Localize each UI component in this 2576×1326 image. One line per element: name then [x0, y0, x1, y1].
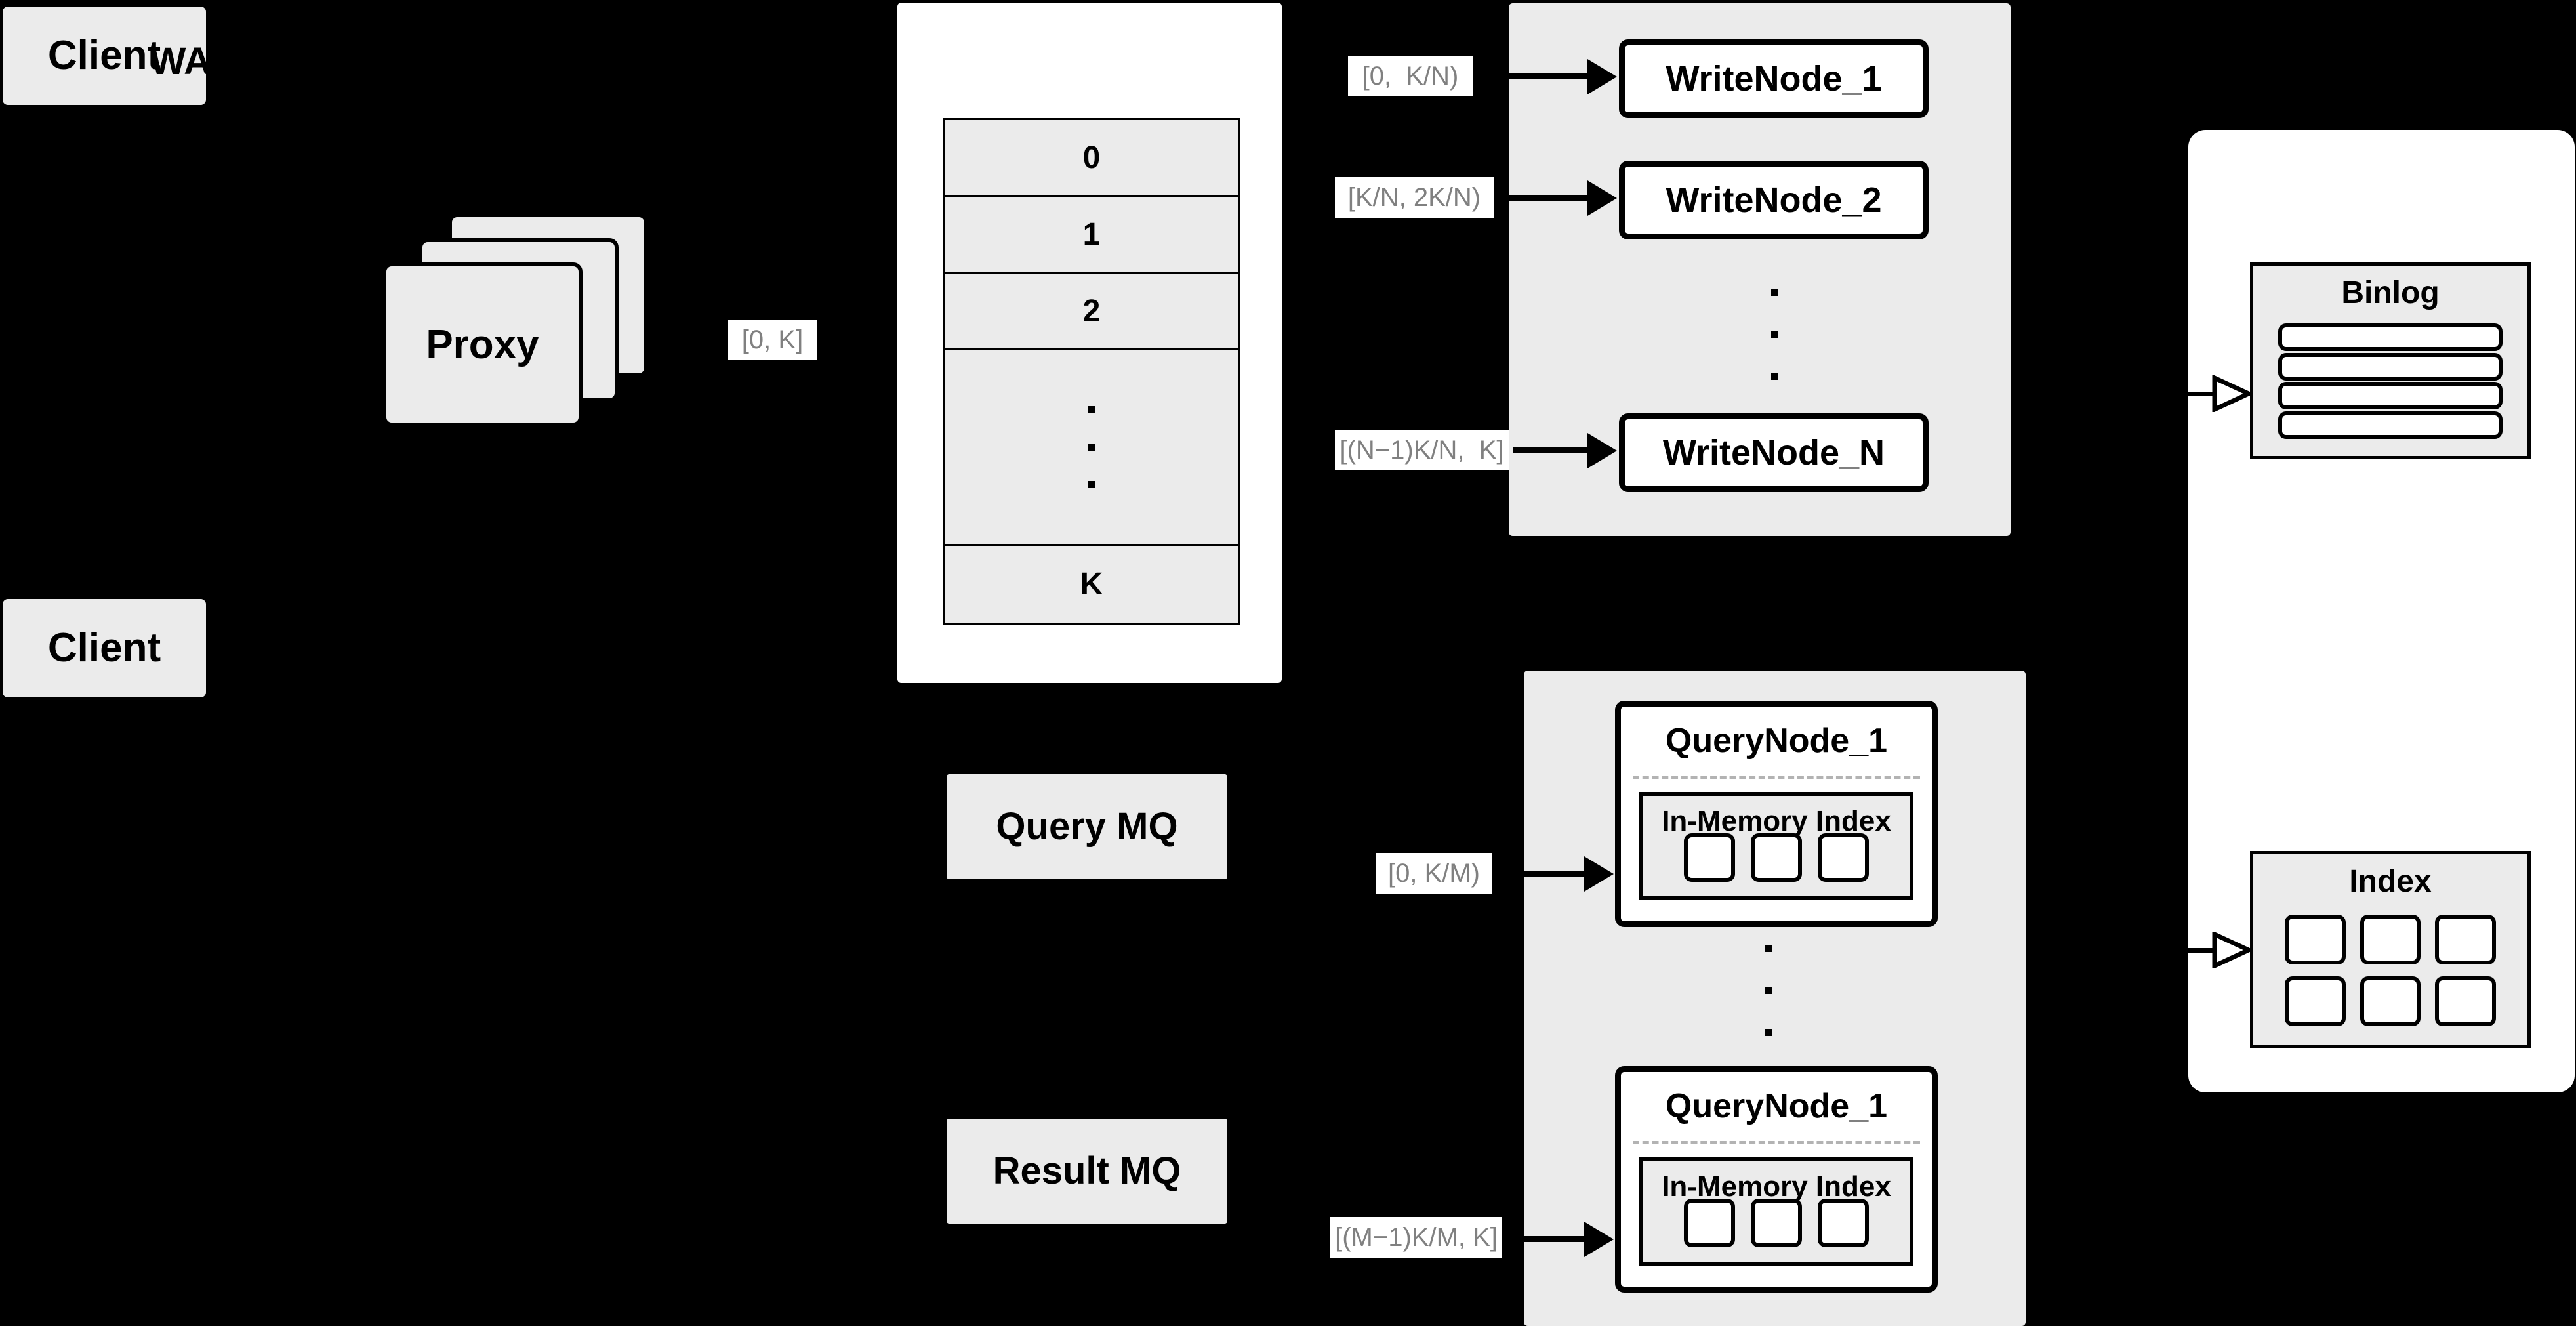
binlog-bar: [2278, 382, 2503, 410]
wal-row-k: K: [945, 546, 1238, 623]
proxy-label: Proxy: [426, 321, 539, 367]
index-cell: [2435, 976, 2496, 1026]
index-box: Index: [2250, 851, 2531, 1048]
write-node-2-label: WriteNode_2: [1666, 180, 1882, 220]
wal-row-label-2: 2: [1082, 293, 1101, 329]
wal-table: 0 1 2 K: [943, 118, 1240, 625]
range-label-writenode-1: [0, K/N): [1348, 56, 1473, 96]
binlog-title: Binlog: [2341, 276, 2440, 310]
arrow-line-to-writenode-2: [1498, 195, 1592, 201]
query-node-1-index-cells: [1643, 833, 1910, 882]
client-label-2: Client: [47, 625, 161, 671]
query-node-1-title: QueryNode_1: [1665, 722, 1888, 760]
result-mq-box[interactable]: Result MQ: [947, 1119, 1227, 1224]
wal-title: WAL: [150, 40, 235, 83]
wal-row-label-1: 1: [1082, 217, 1101, 252]
query-node-m-index-cells: [1643, 1199, 1910, 1247]
query-node-1-in-memory-index-title: In-Memory Index: [1662, 805, 1891, 837]
vertical-dot-icon: [1770, 331, 1778, 338]
query-node-m-divider: [1633, 1141, 1920, 1144]
binlog-bars: [2278, 323, 2503, 439]
vertical-dot-icon: [1764, 1029, 1772, 1036]
write-node-1-label: WriteNode_1: [1666, 59, 1882, 98]
query-node-1[interactable]: QueryNode_1 In-Memory Index: [1615, 701, 1938, 927]
arrow-head-to-writenode-n: [1587, 433, 1617, 468]
arrow-head-to-writenode-1: [1587, 59, 1617, 94]
wal-row-label-0: 0: [1082, 140, 1101, 175]
range-label-querynode-1: [0, K/M): [1376, 853, 1492, 894]
index-grid: [2285, 915, 2496, 1026]
vertical-dot-icon: [1088, 481, 1095, 488]
binlog-bar: [2278, 323, 2503, 351]
client-box-1[interactable]: Client: [3, 7, 206, 105]
range-label-writenode-n: [(N−1)K/N, K]: [1335, 430, 1509, 470]
result-mq-label: Result MQ: [992, 1150, 1181, 1193]
wal-row-1: 1: [945, 197, 1238, 274]
wal-row-label-k: K: [1080, 567, 1103, 602]
query-node-m[interactable]: QueryNode_1 In-Memory Index: [1615, 1066, 1938, 1293]
vertical-dot-icon: [1088, 444, 1095, 451]
index-title: Index: [2349, 864, 2432, 899]
wal-row-0: 0: [945, 120, 1238, 197]
store-engine-title: Store Engine: [2264, 43, 2499, 86]
arrow-head-to-querynode-1: [1584, 856, 1614, 892]
proxy-box[interactable]: Proxy: [382, 262, 583, 426]
query-mq-label: Query MQ: [996, 805, 1178, 848]
write-node-n[interactable]: WriteNode_N: [1619, 413, 1929, 492]
query-node-m-in-memory-index: In-Memory Index: [1639, 1157, 1913, 1266]
arrow-head-to-writenode-2: [1587, 180, 1617, 216]
arrow-head-to-querynode-m: [1584, 1222, 1614, 1257]
arrow-line-to-binlog: [2188, 392, 2216, 396]
range-label-querynode-m: [(M−1)K/M, K]: [1330, 1217, 1502, 1258]
vertical-dot-icon: [1088, 406, 1095, 413]
index-cell: [1818, 1199, 1869, 1247]
binlog-bar: [2278, 352, 2503, 381]
arrow-line-to-index: [2188, 948, 2216, 953]
index-cell: [2360, 915, 2421, 964]
index-cell: [1684, 833, 1735, 882]
query-node-m-title: QueryNode_1: [1665, 1087, 1888, 1125]
index-cell: [2360, 976, 2421, 1026]
query-node-1-in-memory-index: In-Memory Index: [1639, 792, 1913, 900]
binlog-box: Binlog: [2250, 262, 2531, 459]
write-node-1[interactable]: WriteNode_1: [1619, 39, 1929, 118]
query-mq-box[interactable]: Query MQ: [947, 774, 1227, 879]
arrow-line-to-writenode-n: [1513, 447, 1592, 453]
index-cell: [1684, 1199, 1735, 1247]
query-node-1-divider: [1633, 776, 1920, 779]
query-node-ellipsis: [1758, 945, 1778, 1036]
vertical-dot-icon: [1770, 289, 1778, 296]
query-node-m-in-memory-index-title: In-Memory Index: [1662, 1171, 1891, 1203]
write-node-n-label: WriteNode_N: [1662, 433, 1885, 472]
write-node-2[interactable]: WriteNode_2: [1619, 161, 1929, 239]
index-cell: [2285, 976, 2346, 1026]
vertical-dot-icon: [1764, 987, 1772, 994]
index-cell: [2285, 915, 2346, 964]
wal-row-ellipsis: [945, 350, 1238, 546]
vertical-dot-icon: [1764, 945, 1772, 952]
index-cell: [1751, 1199, 1802, 1247]
binlog-bar: [2278, 411, 2503, 439]
write-node-ellipsis: [1765, 289, 1784, 380]
index-cell: [1818, 833, 1869, 882]
arrow-line-to-querynode-1: [1496, 871, 1589, 877]
range-label-proxy-to-wal: [0, K]: [728, 320, 817, 360]
vertical-dot-icon: [1770, 373, 1778, 380]
arrow-line-to-writenode-1: [1477, 73, 1592, 79]
arrow-line-to-querynode-m: [1511, 1236, 1589, 1242]
index-cell: [2435, 915, 2496, 964]
index-cell: [1751, 833, 1802, 882]
range-label-writenode-2: [K/N, 2K/N): [1335, 177, 1494, 218]
client-label-1: Client: [47, 32, 161, 78]
client-box-2[interactable]: Client: [3, 599, 206, 697]
wal-row-2: 2: [945, 274, 1238, 350]
